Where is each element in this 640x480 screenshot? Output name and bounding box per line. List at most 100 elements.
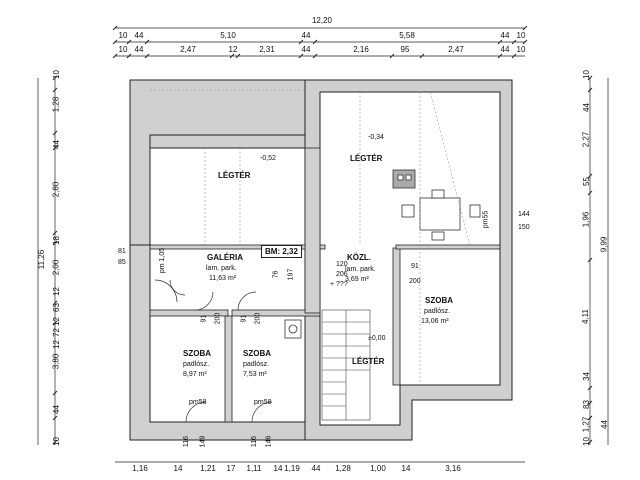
dim-right: 1,96 xyxy=(581,211,591,228)
kozl-area: 3,69 m² xyxy=(345,276,369,283)
szoba-right-area: 13,06 m² xyxy=(421,318,449,325)
exterior-walls xyxy=(129,79,513,441)
dim-200a: 200 xyxy=(214,312,222,325)
stairs xyxy=(321,309,371,421)
dim-top-row2: 44 xyxy=(134,31,144,40)
dim-bottom: 3,16 xyxy=(445,464,461,473)
szoba-left2-area: 7,53 m² xyxy=(243,371,267,378)
galeria-floor: lam. park. xyxy=(206,265,237,272)
dim-right: 55 xyxy=(581,177,591,186)
dim-top-row3: 2,31 xyxy=(259,45,275,54)
dim-top-row3: 95 xyxy=(400,45,410,54)
dim-right: 34 xyxy=(581,372,591,381)
dim-left: 72 xyxy=(51,328,61,337)
galeria-area: 11,63 m² xyxy=(209,275,237,282)
dim-right: 10 xyxy=(581,437,591,446)
dim-right: 44 xyxy=(581,103,591,112)
dim-left: 44 xyxy=(51,140,61,149)
dim-right: 44 xyxy=(599,420,609,429)
interior-walls xyxy=(149,147,501,423)
bm-label: BM: 2,32 xyxy=(261,245,302,258)
szoba-right-floor: padlósz. xyxy=(424,308,451,315)
dim-bottom: 14 xyxy=(173,464,183,473)
dim-top-overall: 12,20 xyxy=(311,16,333,25)
dim-left: 10 xyxy=(51,70,61,79)
dim-bottom: 1,28 xyxy=(335,464,351,473)
furniture xyxy=(284,169,481,339)
dim-top-row3: 2,16 xyxy=(353,45,369,54)
dim-bottom: 44 xyxy=(311,464,321,473)
dim-top-row2: 5,58 xyxy=(399,31,415,40)
dim-bottom: 17 xyxy=(226,464,236,473)
szoba-left2-floor: padlósz. xyxy=(243,361,270,368)
dim-left: 10 xyxy=(51,437,61,446)
dim-top-row3: 44 xyxy=(301,45,311,54)
dim-top-row3: 44 xyxy=(500,45,510,54)
dim-top-row2: 10 xyxy=(118,31,128,40)
dim-200c: 200 xyxy=(409,278,421,285)
dim-left: 12 xyxy=(51,287,61,296)
dim-left: 3,80 xyxy=(51,353,61,370)
room-szoba-left1: SZOBA xyxy=(183,349,211,358)
dim-top-row2: 5,10 xyxy=(220,31,236,40)
dim-right: 2,27 xyxy=(581,131,591,148)
dim-left: 12 xyxy=(51,317,61,326)
pm-55: pm55 xyxy=(482,210,490,229)
dim-bottom: 14 xyxy=(273,464,283,473)
level-stair: ±0,00 xyxy=(368,335,386,342)
dim-top-row3: 10 xyxy=(118,45,128,54)
dim-bottom: 1,11 xyxy=(246,464,262,473)
dim-149: 149 xyxy=(199,435,207,448)
dim-116b: 116 xyxy=(251,435,259,448)
dim-top-row3: 2,47 xyxy=(448,45,464,54)
room-szoba-right: SZOBA xyxy=(425,296,453,305)
dim-left: 2,00 xyxy=(51,259,61,276)
dim-right-total: 9,99 xyxy=(599,236,609,253)
dim-right: 83 xyxy=(581,400,591,409)
dim-left: 18 xyxy=(51,236,61,245)
pm58-right: pm58 xyxy=(254,399,272,406)
dim-bottom: 1,16 xyxy=(132,464,148,473)
szoba-left1-floor: padlósz. xyxy=(183,361,210,368)
dim-bottom: 1,19 xyxy=(284,464,300,473)
win-left-top: 81 xyxy=(118,248,126,255)
win-right-top: 144 xyxy=(518,211,530,218)
room-szoba-left2: SZOBA xyxy=(243,349,271,358)
dim-top-row2: 44 xyxy=(301,31,311,40)
dim-top-row3: 10 xyxy=(516,45,526,54)
dim-bottom: 1,00 xyxy=(370,464,386,473)
room-legter-left: LÉGTÉR xyxy=(218,171,251,180)
win-right-bottom: 150 xyxy=(518,224,530,231)
dim-left: 63 xyxy=(51,303,61,312)
dim-right: 1,27 xyxy=(581,416,591,433)
dimension-lines xyxy=(37,27,609,463)
dim-left: 1,28 xyxy=(51,96,61,113)
level-legter-right: -0,34 xyxy=(368,134,384,141)
dim-91b: 91 xyxy=(240,314,248,323)
win-left-bottom: 85 xyxy=(118,259,126,266)
dim-bottom: 1,21 xyxy=(200,464,216,473)
dim-left-total: 11,26 xyxy=(37,249,47,270)
room-galeria: GALÉRIA xyxy=(207,253,243,262)
dim-top-row3: 2,47 xyxy=(180,45,196,54)
dim-left: 12 xyxy=(51,340,61,349)
dim-left: 44 xyxy=(51,405,61,414)
pm-105: pm 1,05 xyxy=(159,247,167,274)
dim-91c: 91 xyxy=(411,263,419,270)
room-legter-stair: LÉGTÉR xyxy=(352,357,385,366)
dim-76: 76 xyxy=(272,270,280,279)
dim-116a: 116 xyxy=(183,435,191,448)
room-kozl: KÖZL. xyxy=(347,253,371,262)
dim-right: 10 xyxy=(581,70,591,79)
dimension-ticks xyxy=(52,25,593,445)
szoba-left1-area: 8,97 m² xyxy=(183,371,207,378)
room-legter-right: LÉGTÉR xyxy=(350,154,383,163)
dim-right: 4,11 xyxy=(580,309,590,324)
level-legter-left: -0,52 xyxy=(260,155,276,162)
dim-200b: 200 xyxy=(254,312,262,325)
kozl-floor: lam. park. xyxy=(345,266,376,273)
doors xyxy=(154,279,273,423)
dim-bottom: 14 xyxy=(401,464,411,473)
dim-qqq: + ??? xyxy=(330,281,348,288)
